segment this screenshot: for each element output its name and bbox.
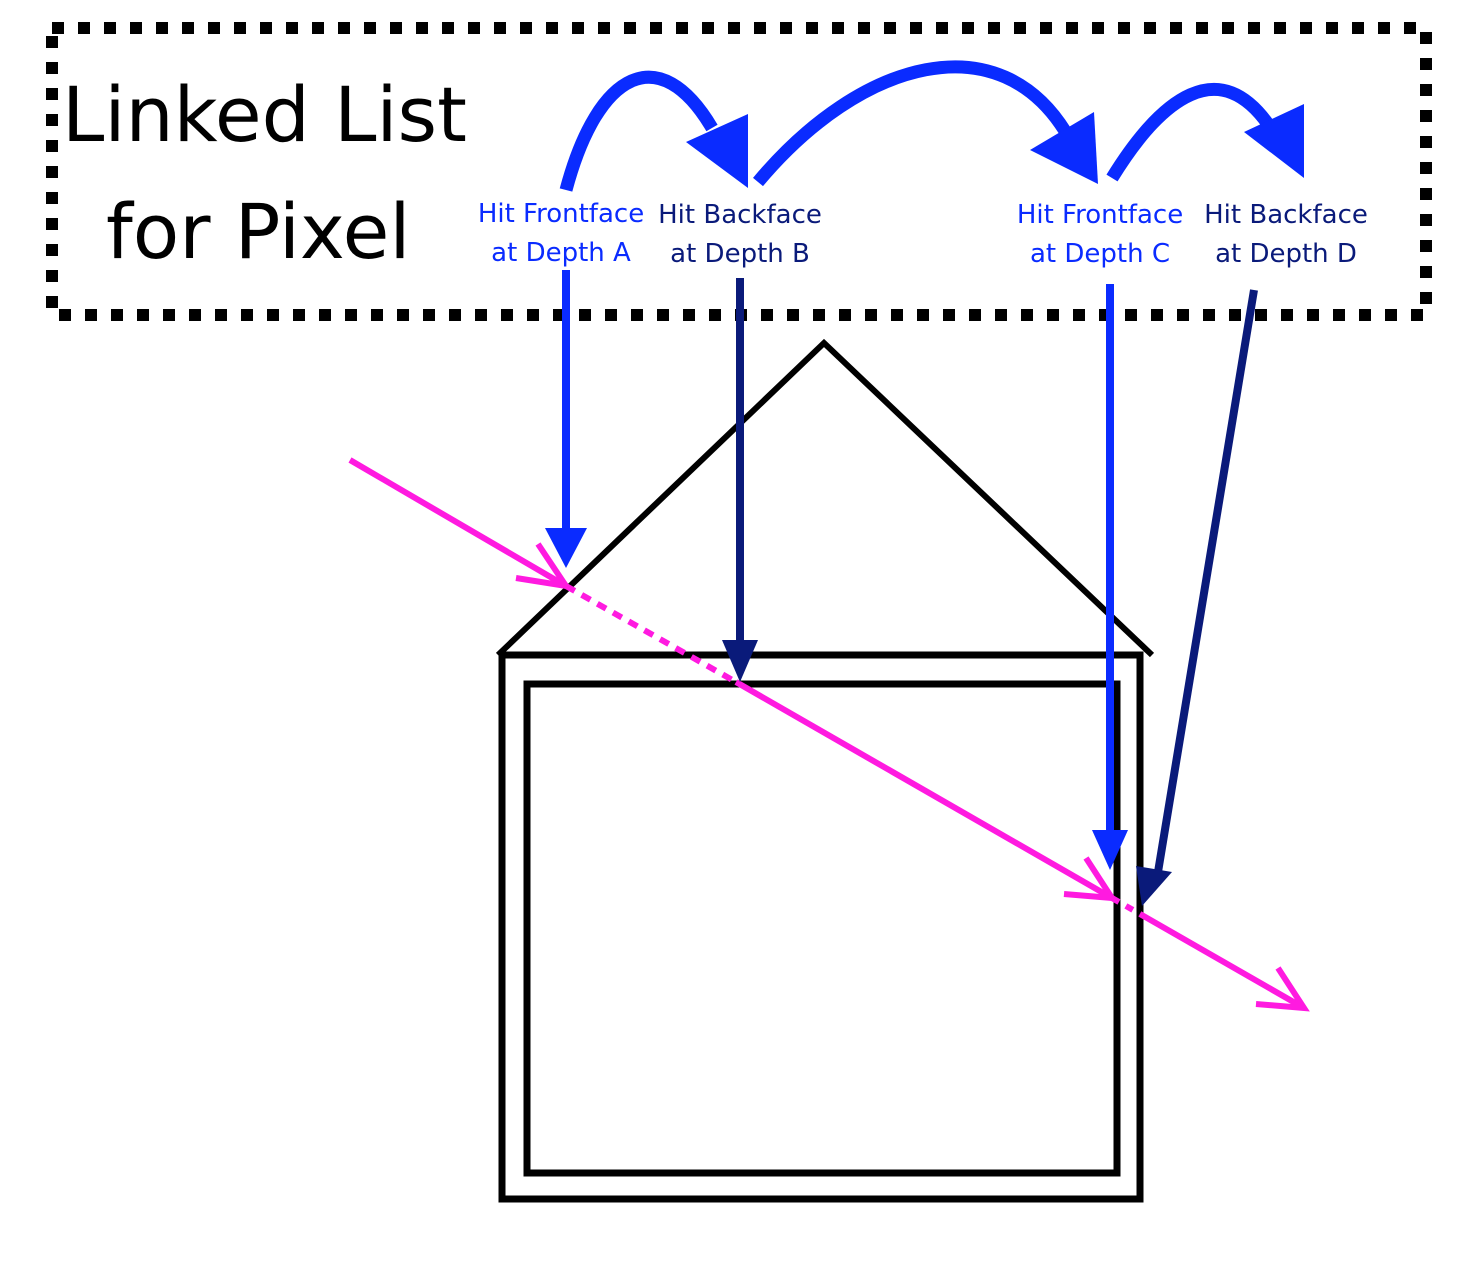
view-ray: [348, 457, 1310, 1012]
house-inner-wall: [523, 680, 1121, 1177]
node-c-label-line-2: at Depth C: [1030, 239, 1170, 269]
title-line-2: for Pixel: [106, 187, 410, 276]
next-pointer-b-to-c: [753, 60, 1098, 187]
next-pointer-a-to-b: [559, 70, 748, 192]
depth-pointer-a: [545, 270, 587, 568]
depth-pointer-b: [722, 278, 758, 682]
list-node-b: Hit Backface at Depth B: [658, 200, 822, 269]
house-outer-wall: [498, 651, 1144, 1203]
list-node-c: Hit Frontface at Depth C: [1017, 200, 1183, 269]
node-b-label-line-2: at Depth B: [670, 239, 810, 269]
node-a-label-line-1: Hit Frontface: [478, 199, 644, 229]
roof-outline: [495, 338, 1155, 658]
title-line-1: Linked List: [62, 70, 467, 159]
list-node-d: Hit Backface at Depth D: [1204, 200, 1368, 269]
node-d-label-line-2: at Depth D: [1215, 239, 1357, 269]
node-a-label-line-2: at Depth A: [491, 238, 631, 268]
list-node-a: Hit Frontface at Depth A: [478, 199, 644, 268]
next-pointer-c-to-d: [1106, 82, 1304, 182]
depth-pointer-d: [1136, 289, 1258, 906]
node-b-label-line-1: Hit Backface: [658, 200, 822, 230]
depth-pointer-c: [1092, 284, 1128, 870]
node-c-label-line-1: Hit Frontface: [1017, 200, 1183, 230]
node-d-label-line-1: Hit Backface: [1204, 200, 1368, 230]
